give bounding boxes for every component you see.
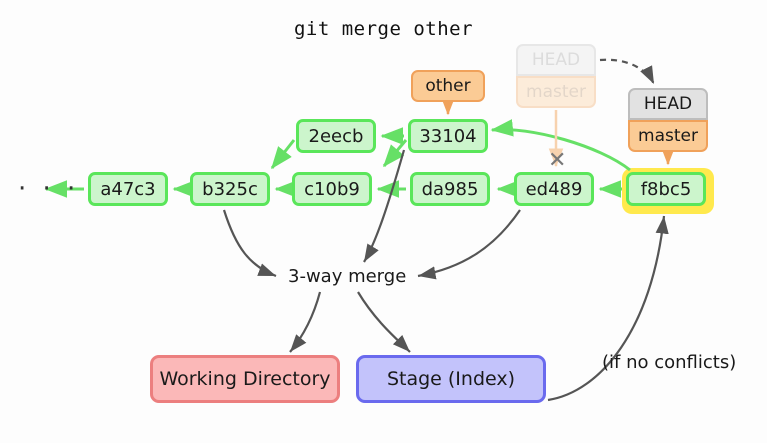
master-text: master — [638, 126, 698, 146]
working-directory-label: Working Directory — [159, 368, 331, 390]
master-label: master — [628, 120, 708, 152]
master-text: master — [526, 82, 586, 102]
head-text: HEAD — [531, 50, 581, 70]
commit-label: 33104 — [419, 125, 477, 147]
cancel-x-icon: ✕ — [548, 148, 567, 173]
working-directory-box[interactable]: Working Directory — [150, 355, 340, 403]
branch-name: other — [425, 76, 471, 96]
stage-index-label: Stage (Index) — [386, 368, 516, 390]
head-label: HEAD — [628, 88, 708, 120]
history-ellipsis: · · · — [18, 174, 80, 204]
commit-label: da985 — [421, 178, 479, 200]
commit-node-da985[interactable]: da985 — [410, 172, 490, 206]
commit-node-f8bc5[interactable]: f8bc5 — [626, 172, 706, 206]
commit-label: 2eecb — [308, 125, 364, 147]
head-master-ghost: HEAD master — [516, 44, 596, 108]
commit-node-ed489[interactable]: ed489 — [514, 172, 594, 206]
head-master-current[interactable]: HEAD master — [628, 88, 708, 152]
master-label-ghost: master — [516, 76, 596, 108]
commit-label: a47c3 — [100, 178, 156, 200]
commit-node-c10b9[interactable]: c10b9 — [292, 172, 372, 206]
commit-label: b325c — [202, 178, 258, 200]
head-label-ghost: HEAD — [516, 44, 596, 76]
commit-label: ed489 — [525, 178, 583, 200]
three-way-merge-label: 3-way merge — [288, 266, 407, 287]
page-title: git merge other — [293, 18, 474, 40]
commit-node-2eecb[interactable]: 2eecb — [296, 119, 376, 153]
head-text: HEAD — [643, 94, 693, 114]
stage-index-box[interactable]: Stage (Index) — [356, 355, 546, 403]
commit-node-33104[interactable]: 33104 — [408, 119, 488, 153]
branch-label-other[interactable]: other — [411, 70, 485, 102]
commit-label: f8bc5 — [640, 178, 692, 200]
commit-node-a47c3[interactable]: a47c3 — [88, 172, 168, 206]
no-conflicts-annotation: (if no conflicts) — [602, 352, 737, 373]
commit-label: c10b9 — [304, 178, 360, 200]
commit-node-b325c[interactable]: b325c — [190, 172, 270, 206]
